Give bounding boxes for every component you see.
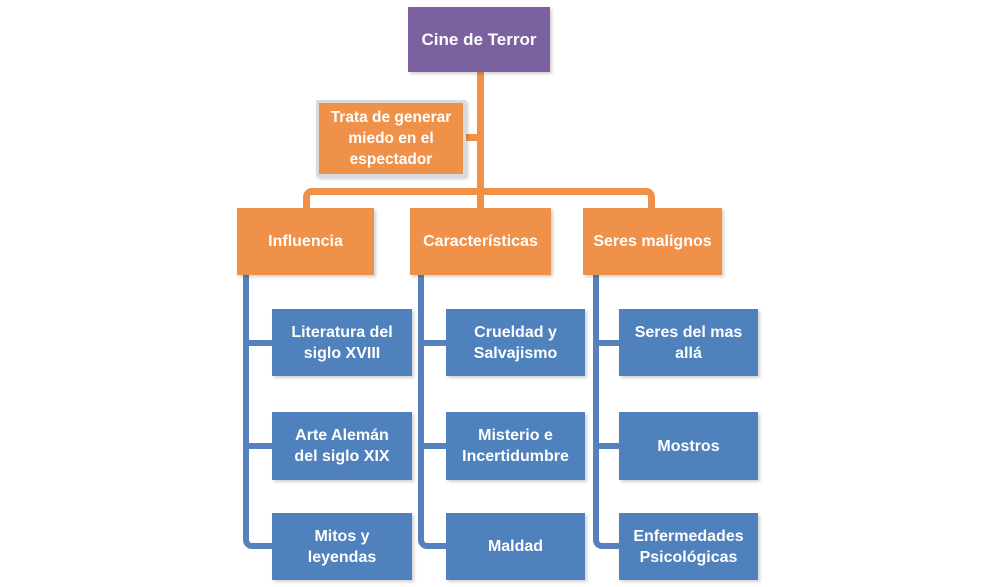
connector-leaf-stub <box>418 340 446 346</box>
connector-leaf-stub <box>418 443 446 449</box>
connector-leaf-stub <box>243 443 272 449</box>
node-influencia: Influencia <box>237 208 374 275</box>
node-mitos-y-leyendas: Mitos y leyendas <box>272 513 412 580</box>
connector-leaf-stub <box>243 340 272 346</box>
node-seres-malignos: Seres malignos <box>583 208 722 275</box>
node-misterio-e-incertidumbre: Misterio e Incertidumbre <box>446 412 585 480</box>
node-note-trata-de-generar: Trata de generar miedo en el espectador <box>316 100 466 177</box>
connector-leaf-stub <box>593 443 619 449</box>
node-enfermedades-psicologicas: Enfermedades Psicológicas <box>619 513 758 580</box>
node-seres-del-mas-alla: Seres del mas allá <box>619 309 758 376</box>
node-cine-de-terror: Cine de Terror <box>408 7 550 72</box>
connector-caracteristicas-column-line <box>418 275 446 549</box>
connector-leaf-stub <box>593 340 619 346</box>
node-literatura-del-siglo-xviii: Literatura del siglo XVIII <box>272 309 412 376</box>
node-mostros: Mostros <box>619 412 758 480</box>
connector-influencia-column-line <box>243 275 272 549</box>
node-caracteristicas: Características <box>410 208 551 275</box>
connector-note-stub <box>463 134 481 141</box>
node-maldad: Maldad <box>446 513 585 580</box>
connector-seres-malignos-column-line <box>593 275 619 549</box>
node-crueldad-y-salvajismo: Crueldad y Salvajismo <box>446 309 585 376</box>
connector-branch-bracket <box>303 188 655 208</box>
node-arte-aleman-del-siglo-xix: Arte Alemán del siglo XIX <box>272 412 412 480</box>
